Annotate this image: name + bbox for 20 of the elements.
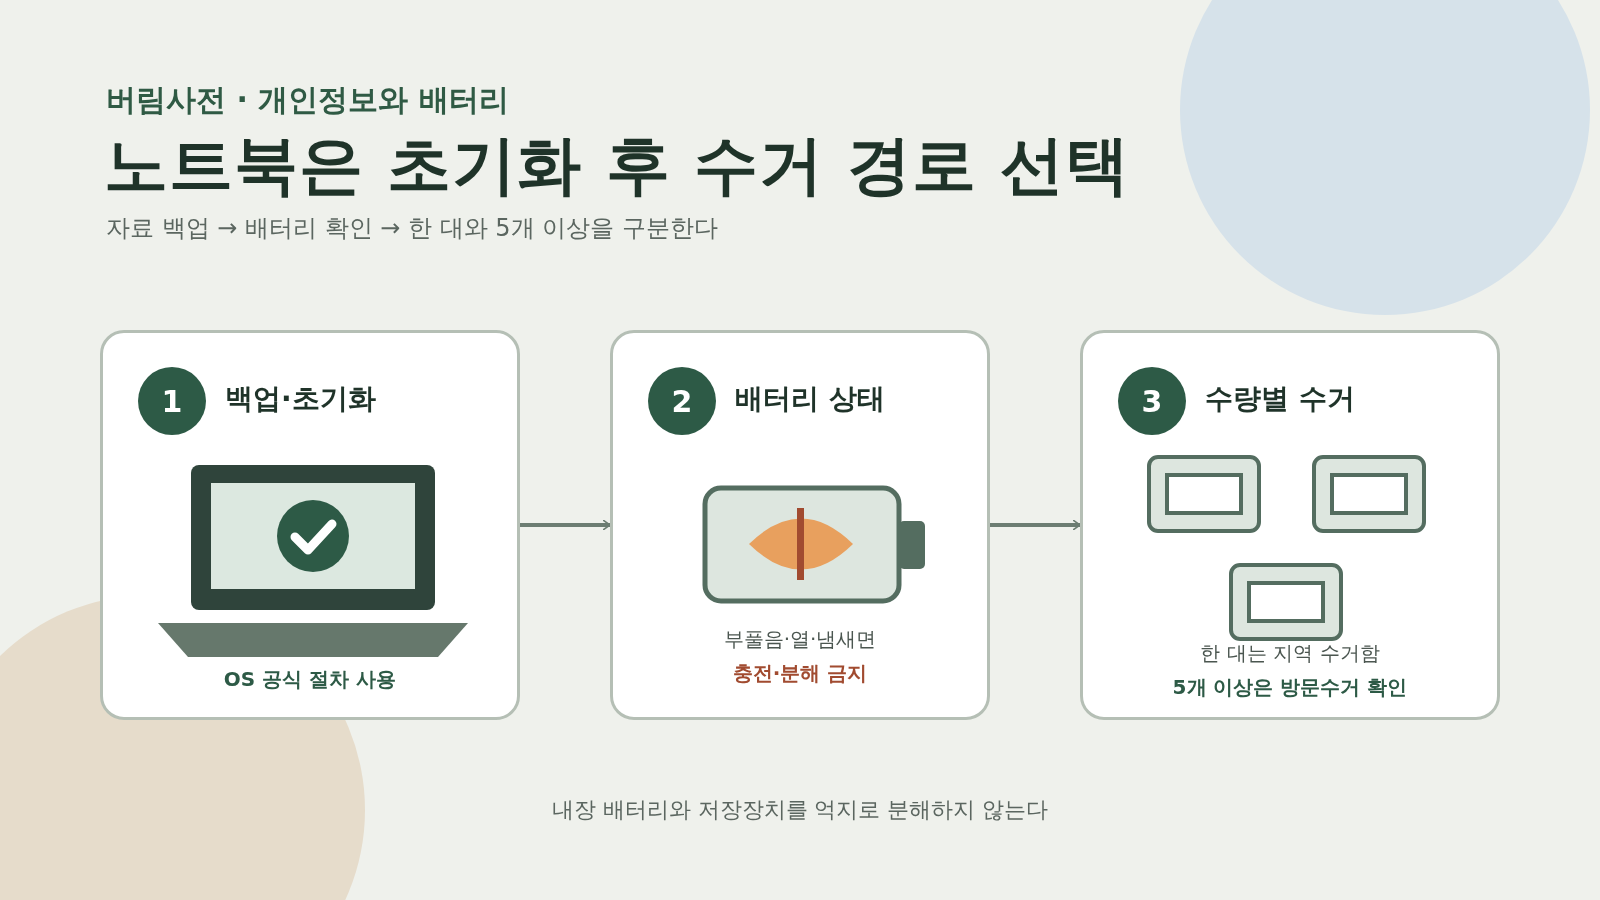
step-note: 충전·분해 금지 (731, 660, 869, 687)
step-note: OS 공식 절차 사용 (222, 666, 398, 693)
arrow (520, 519, 611, 531)
step-card (100, 330, 520, 720)
subtitle-text: 자료 백업 → 배터리 확인 → 한 대와 5개 이상을 구분한다 (106, 213, 718, 244)
step-note: 부풀음·열·냄새면 (722, 626, 878, 653)
step-note: 5개 이상은 방문수거 확인 (1171, 674, 1409, 701)
number-badge: 2 (648, 367, 716, 435)
number-badge: 1 (138, 367, 206, 435)
step-card (1080, 330, 1500, 720)
number-badge: 3 (1118, 367, 1186, 435)
step-heading: 수량별 수거 (1205, 381, 1355, 417)
title-text: 노트북은 초기화 후 수거 경로 선택 (104, 127, 1131, 204)
kicker-text: 버림사전 · 개인정보와 배터리 (106, 81, 509, 119)
step-heading: 배터리 상태 (735, 381, 885, 417)
step-card (610, 330, 990, 720)
step-note: 한 대는 지역 수거함 (1199, 640, 1381, 667)
arrow (990, 519, 1081, 531)
footer-note: 내장 배터리와 저장장치를 억지로 분해하지 않는다 (550, 796, 1050, 824)
step-heading: 백업·초기화 (225, 381, 376, 417)
